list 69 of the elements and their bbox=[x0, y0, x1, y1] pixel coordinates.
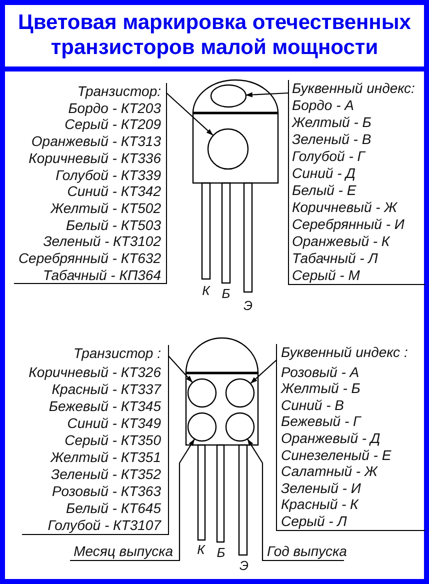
leader-line bbox=[168, 356, 193, 383]
list-entry: Розовый - КТ363 bbox=[52, 483, 161, 500]
list-entry: Белый - КТ503 bbox=[66, 216, 161, 234]
list-entry: Голубой - КТ3107 bbox=[48, 517, 161, 534]
color-code-list bbox=[276, 344, 425, 531]
list-entry: Бордо - А bbox=[292, 97, 354, 114]
list-entry: Желтый - Б bbox=[281, 380, 360, 397]
leader-line bbox=[178, 438, 196, 560]
list-entry: Оранжевый - К bbox=[292, 233, 390, 250]
list-entry: Табачный - Л bbox=[292, 250, 378, 267]
list-entry: Желтый - Б bbox=[292, 114, 372, 131]
list-heading: Буквенный индекс: bbox=[292, 80, 415, 97]
list-entry: Голубой - КТ339 bbox=[56, 166, 161, 184]
list-entry: Синий - КТ342 bbox=[67, 183, 161, 200]
list-entry: Красный - КТ337 bbox=[52, 381, 161, 398]
list-entry: Белый - КТ645 bbox=[66, 500, 161, 517]
list-entry: Серый - КТ209 bbox=[64, 116, 161, 134]
list-entry: Салатный - Ж bbox=[281, 463, 378, 480]
list-entry: Серый - КТ350 bbox=[64, 432, 161, 449]
list-entry: Серый - М bbox=[292, 267, 360, 284]
list-entry: Синий - Д bbox=[292, 165, 356, 182]
list-entry: Красный - К bbox=[281, 496, 358, 513]
list-entry: Розовый - А bbox=[281, 364, 360, 380]
marking-circle bbox=[207, 128, 249, 170]
marking-circle bbox=[225, 378, 255, 408]
list-heading: Транзистор : bbox=[73, 345, 161, 362]
list-entry: Оранжевый - КТ313 bbox=[31, 133, 161, 150]
leader-line bbox=[250, 360, 277, 384]
list-entry: Бордо - КТ203 bbox=[68, 100, 161, 116]
list-entry: Оранжевый - Д bbox=[281, 430, 380, 447]
list-entry: Зеленый - В bbox=[292, 131, 372, 148]
list-entry: Синезеленый - Е bbox=[281, 446, 392, 464]
list-entry: Табачный - КП364 bbox=[43, 266, 161, 284]
pin-label: Б bbox=[222, 287, 230, 301]
list-entry: Голубой - Г bbox=[292, 148, 365, 165]
title: Цветовая маркировка отечественных транзисторов малой мощности bbox=[17, 10, 412, 60]
underlined-caption: Месяц выпуска bbox=[70, 543, 180, 561]
marking-circle bbox=[210, 84, 246, 108]
list-entry: Желтый - КТ351 bbox=[50, 449, 161, 466]
list-entry: Серый - Л bbox=[281, 512, 347, 530]
pin-label: К bbox=[197, 543, 205, 557]
color-code-list bbox=[22, 345, 169, 535]
list-entry: Коричневый - Ж bbox=[292, 199, 398, 216]
list-entry: Серебрянный - КТ632 bbox=[18, 250, 161, 267]
list-entry: Желтый - КТ502 bbox=[50, 200, 161, 217]
marking-circle bbox=[187, 378, 217, 408]
list-entry: Бежевый - КТ345 bbox=[48, 398, 161, 415]
list-entry: Зеленый - КТ3102 bbox=[43, 233, 161, 250]
list-entry: Белый - Е bbox=[292, 182, 356, 199]
list-heading: Буквенный индекс : bbox=[281, 344, 408, 361]
list-entry: Синий - КТ349 bbox=[67, 415, 161, 432]
underlined-caption: Год выпуска bbox=[262, 543, 344, 561]
list-entry: Коричневый - КТ336 bbox=[28, 150, 161, 167]
list-entry: Синий - В bbox=[281, 396, 344, 414]
list-entry: Бежевый - Г bbox=[281, 413, 361, 430]
pin-label: Э bbox=[239, 559, 249, 573]
marking-circle bbox=[187, 412, 217, 442]
list-entry: Зеленый - КТ352 bbox=[51, 466, 161, 483]
color-code-list bbox=[14, 83, 167, 284]
leader-line bbox=[246, 438, 264, 560]
color-code-list bbox=[288, 80, 425, 285]
pin-label: К bbox=[202, 284, 210, 298]
list-heading: Транзистор: bbox=[77, 83, 161, 100]
list-entry: Зеленый - И bbox=[281, 480, 361, 496]
pin-label: Э bbox=[243, 299, 253, 313]
list-entry: Серебрянный - И bbox=[292, 216, 404, 233]
list-entry: Коричневый - КТ326 bbox=[28, 364, 161, 381]
marking-circle bbox=[225, 412, 255, 442]
pin-label: Б bbox=[216, 546, 226, 560]
